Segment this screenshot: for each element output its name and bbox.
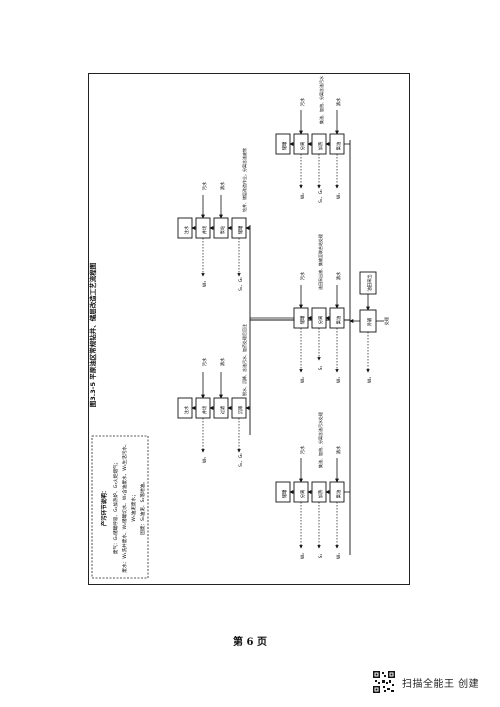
legend-line-4: 固废：S₁油泥、S₂落地油。	[139, 479, 146, 534]
legend-box: 产污环节说明： 废气：G₁储罐呼吸、G₂加热炉、G₃火炬烟气； 废水：W₁洗井废…	[91, 435, 149, 579]
svg-text:泵站: 泵站	[219, 225, 226, 234]
legend-line-1: 废气：G₁储罐呼吸、G₂加热炉、G₃火炬烟气；	[112, 460, 119, 554]
svg-text:沉降: 沉降	[237, 405, 244, 414]
svg-text:井场: 井场	[201, 405, 208, 414]
legend-title: 产污环节说明：	[100, 488, 108, 527]
svg-text:井场: 井场	[201, 225, 208, 234]
scanner-watermark: 扫描全能王 创建	[372, 670, 479, 694]
svg-text:分离: 分离	[317, 315, 324, 324]
svg-text:W₃: W₃	[202, 281, 208, 287]
branch-lower-left: 沉降 过滤 井场 注水 清水 污水 脱水、沉降、含油污水、加药处理后回注 S₁、…	[177, 324, 250, 467]
svg-text:注水: 注水	[183, 405, 190, 414]
svg-text:S₁: S₁	[318, 365, 324, 370]
svg-text:油田采出液、集输至联合站处理: 油田采出液、集输至联合站处理	[317, 234, 323, 290]
svg-text:注水: 注水	[183, 225, 190, 234]
svg-text:储罐: 储罐	[281, 141, 288, 150]
svg-text:加热: 加热	[317, 489, 324, 498]
svg-text:W₄: W₄	[367, 377, 373, 383]
svg-text:污水: 污水	[201, 181, 208, 190]
svg-text:钻井、储层改造作业，分离含油废物: 钻井、储层改造作业，分离含油废物	[241, 148, 247, 212]
svg-text:清水: 清水	[335, 97, 342, 106]
svg-text:清水: 清水	[335, 271, 342, 280]
svg-text:污水: 污水	[201, 357, 208, 366]
svg-text:W₁: W₁	[336, 553, 342, 559]
qr-code-icon	[372, 670, 396, 694]
svg-text:W₅: W₅	[202, 457, 208, 463]
svg-text:S₁: S₁	[318, 553, 324, 558]
svg-text:分离: 分离	[299, 141, 306, 150]
svg-text:S₁、G₁: S₁、G₁	[238, 277, 244, 291]
svg-text:W₁: W₁	[336, 193, 342, 199]
svg-text:处理: 处理	[383, 317, 389, 325]
branch-top: 集油 加热 分离 储罐 清水 污水 集油、加热、分离含油污水 W₁ S₁、G₁ …	[275, 76, 350, 203]
legend-line-2: 废水：W₁洗井废水、W₂储罐切水、W₃含油废水、W₄生活污水、	[121, 441, 128, 572]
svg-text:外输: 外输	[366, 317, 373, 326]
svg-text:图3.3-5 平原油区常规钻井、储层改造工艺流程图: 图3.3-5 平原油区常规钻井、储层改造工艺流程图	[88, 262, 97, 407]
branch-center: 油田采出 外输 处理 W₄ 集油 分离 储罐 清水 污水 油田采出液、集输至联合…	[250, 234, 389, 383]
svg-text:过滤: 过滤	[219, 405, 226, 414]
svg-text:清水: 清水	[219, 181, 226, 190]
page-frame	[88, 73, 410, 585]
svg-text:集油: 集油	[335, 316, 342, 325]
branch-top-left: 储罐 泵站 井场 注水 清水 污水 钻井、储层改造作业，分离含油废物 S₁、G₁…	[177, 148, 250, 291]
svg-text:S₁、G₁: S₁、G₁	[318, 189, 324, 203]
svg-text:污水: 污水	[299, 271, 306, 280]
svg-text:清水: 清水	[335, 445, 342, 454]
svg-text:清水: 清水	[219, 357, 226, 366]
legend-line-3: W₅油泥废水；	[130, 492, 137, 521]
svg-text:污水: 污水	[299, 445, 306, 454]
watermark-text: 扫描全能王 创建	[402, 678, 480, 690]
svg-text:储罐: 储罐	[281, 489, 288, 498]
svg-text:W₁: W₁	[336, 377, 342, 383]
svg-text:储罐: 储罐	[237, 225, 244, 234]
svg-text:W₂: W₂	[300, 193, 306, 199]
svg-text:W₂: W₂	[300, 553, 306, 559]
svg-text:分离: 分离	[299, 489, 306, 498]
svg-text:加热: 加热	[317, 141, 324, 150]
svg-text:集油、加热、分离含油污水: 集油、加热、分离含油污水	[318, 76, 324, 124]
svg-text:S₁、G₁: S₁、G₁	[238, 453, 244, 467]
svg-text:污水: 污水	[299, 97, 306, 106]
svg-text:集油: 集油	[335, 142, 342, 151]
figure-title: 图3.3-5 平原油区常规钻井、储层改造工艺流程图	[88, 262, 97, 407]
svg-text:集油、加热、分离含油污水处理: 集油、加热、分离含油污水处理	[317, 412, 323, 468]
branch-bottom: 集油 加热 分离 储罐 清水 污水 集油、加热、分离含油污水处理 W₁ S₁ W…	[275, 412, 350, 559]
svg-text:集油: 集油	[335, 490, 342, 499]
svg-text:储罐: 储罐	[299, 315, 306, 324]
svg-text:W₂: W₂	[300, 377, 306, 383]
svg-text:脱水、沉降、含油污水、加药处理后回注: 脱水、沉降、含油污水、加药处理后回注	[241, 324, 247, 396]
page-number: 第 6 页	[233, 637, 267, 648]
svg-text:油田采出: 油田采出	[366, 274, 373, 291]
